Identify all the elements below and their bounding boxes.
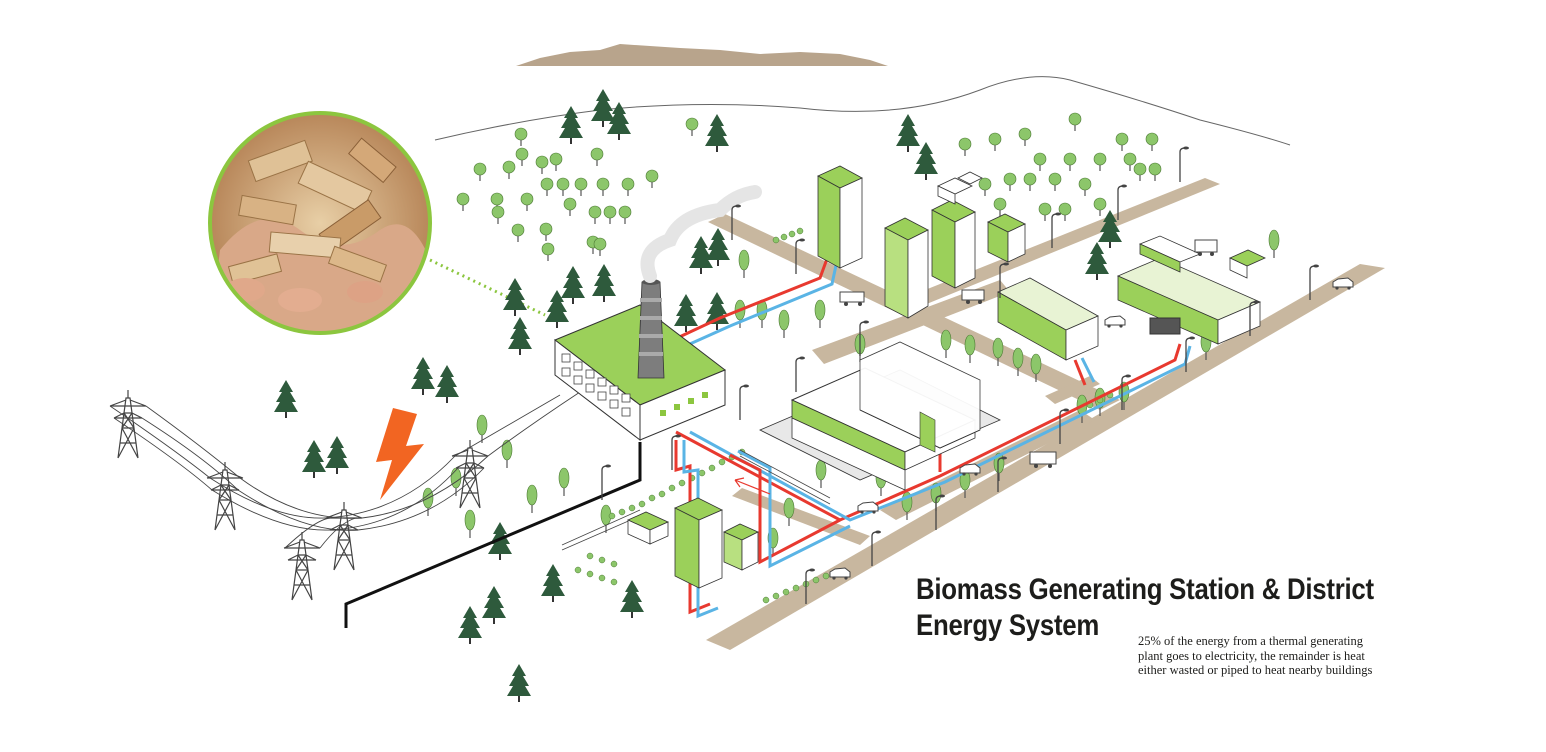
office-building	[997, 277, 1099, 361]
small-building	[723, 523, 759, 571]
lightning-bolt-icon	[376, 408, 424, 500]
smokestack-icon	[637, 185, 762, 379]
wood-chips-icon	[210, 113, 430, 333]
hedge-dots	[574, 227, 1114, 604]
central-building	[759, 341, 1001, 491]
garage-building	[1149, 317, 1181, 335]
apartment-tower-4	[987, 213, 1026, 263]
flow-arrow-icon	[734, 477, 771, 495]
title-block: Biomass Generating Station & District En…	[916, 572, 1476, 644]
truck-icon	[1194, 239, 1218, 256]
house	[627, 511, 669, 545]
grid-connection-line	[344, 442, 642, 628]
title-line-2: Energy System	[916, 609, 1100, 642]
inset-connector	[429, 258, 546, 317]
title-line-1: Biomass Generating Station & District	[916, 573, 1374, 606]
apartment-tower-5	[674, 497, 723, 589]
fences	[561, 449, 831, 551]
power-cables	[109, 391, 581, 549]
houses-top	[937, 171, 983, 205]
apartment-tower-1	[817, 165, 863, 269]
biomass-power-plant	[554, 185, 762, 442]
caption-text: 25% of the energy from a thermal generat…	[1138, 634, 1373, 677]
apartment-tower-2	[884, 217, 929, 319]
vehicles	[829, 239, 1354, 581]
bus-icon	[1029, 451, 1057, 468]
low-building-complex	[1116, 235, 1266, 345]
page-title: Biomass Generating Station & District En…	[916, 572, 1398, 644]
bus-icon	[839, 291, 865, 306]
apartment-tower-3	[931, 199, 976, 289]
truck-icon	[961, 289, 985, 304]
mountain-silhouette	[516, 44, 888, 66]
car-icon	[1104, 315, 1126, 329]
